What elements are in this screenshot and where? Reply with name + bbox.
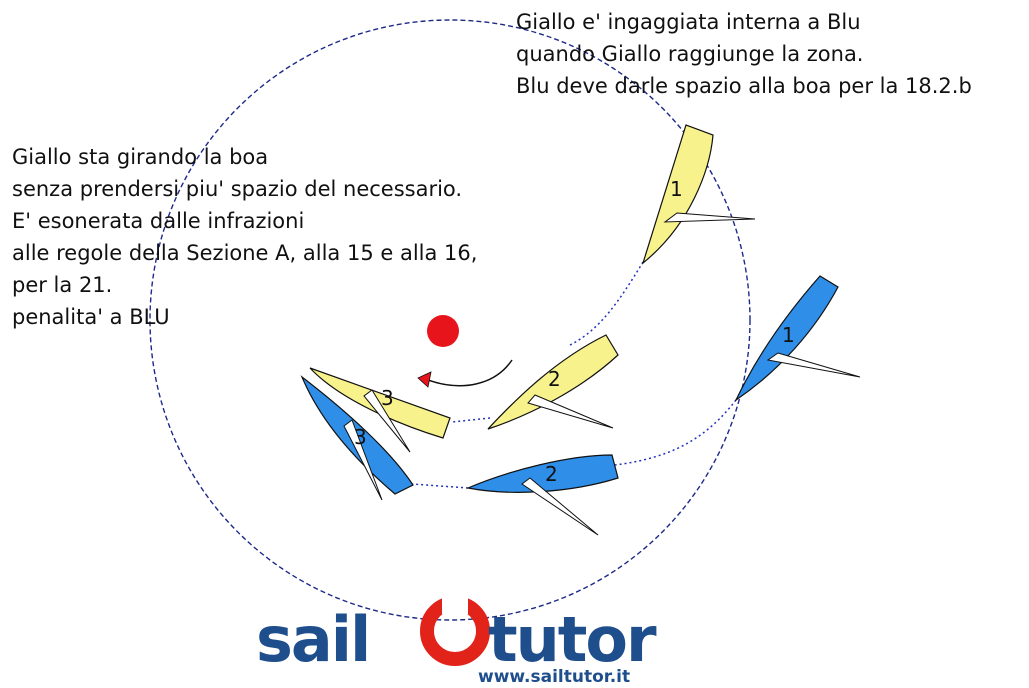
blue-boat-3: 3 xyxy=(300,375,414,501)
caption-right-line-3: Blu deve darle spazio alla boa per la 18… xyxy=(516,74,972,98)
caption-left-line-5: per la 21. xyxy=(12,273,113,297)
blue-boat-2-hull xyxy=(465,454,619,493)
caption-right-line-2: quando Giallo raggiunge la zona. xyxy=(516,42,864,66)
blue-track-2 xyxy=(411,483,469,489)
caption-left-line-3: E' esonerata dalle infrazioni xyxy=(12,209,305,233)
blue-boat-2: 2 xyxy=(465,454,619,536)
logo-lifebuoy-icon xyxy=(420,594,490,666)
yellow-boat-2-hull xyxy=(487,334,619,430)
yellow-boat-1-number: 1 xyxy=(670,177,683,201)
yellow-boat-2: 2 xyxy=(487,334,619,430)
blue-boat-3-sail xyxy=(343,419,383,501)
logo-url: www.sailtutor.it xyxy=(478,667,630,684)
logo-word-sail: sail xyxy=(256,603,369,676)
caption-right-line-1: Giallo e' ingaggiata interna a Blu xyxy=(516,10,861,34)
caption-left: Giallo sta girando la boa senza prenders… xyxy=(12,141,477,333)
caption-left-line-1: Giallo sta girando la boa xyxy=(12,145,269,169)
rounding-arrowhead xyxy=(417,371,432,388)
yellow-boat-3-sail xyxy=(363,389,411,453)
yellow-boat-3-number: 3 xyxy=(381,386,394,410)
blue-track xyxy=(614,399,737,466)
yellow-boat-1: 1 xyxy=(641,124,756,265)
logo-word-tutor: tutor xyxy=(488,603,657,676)
rounding-arrow xyxy=(427,359,513,387)
mark-buoy xyxy=(427,315,459,347)
caption-right: Giallo e' ingaggiata interna a Blu quand… xyxy=(516,6,972,102)
sailtutor-logo: sail tutor www.sailtutor.it xyxy=(256,594,659,687)
yellow-track xyxy=(569,261,644,346)
blue-boat-1-hull xyxy=(734,275,839,402)
yellow-boat-3: 3 xyxy=(309,367,451,453)
blue-boat-3-number: 3 xyxy=(354,425,367,449)
yellow-boat-2-sail xyxy=(527,394,614,429)
blue-boat-1: 1 xyxy=(734,275,861,402)
yellow-track-2 xyxy=(451,417,491,423)
blue-boat-2-sail xyxy=(521,477,599,536)
yellow-boat-2-number: 2 xyxy=(548,367,561,391)
blue-boat-2-number: 2 xyxy=(545,462,558,486)
caption-left-line-2: senza prendersi piu' spazio del necessar… xyxy=(12,177,463,201)
caption-left-line-4: alle regole della Sezione A, alla 15 e a… xyxy=(12,241,478,265)
blue-boat-1-sail xyxy=(766,352,861,378)
yellow-boat-1-hull xyxy=(641,124,714,265)
caption-left-line-6: penalita' a BLU xyxy=(12,305,170,329)
yellow-boat-1-sail xyxy=(663,212,756,223)
blue-boat-1-number: 1 xyxy=(782,323,795,347)
zone-circle xyxy=(149,19,751,621)
